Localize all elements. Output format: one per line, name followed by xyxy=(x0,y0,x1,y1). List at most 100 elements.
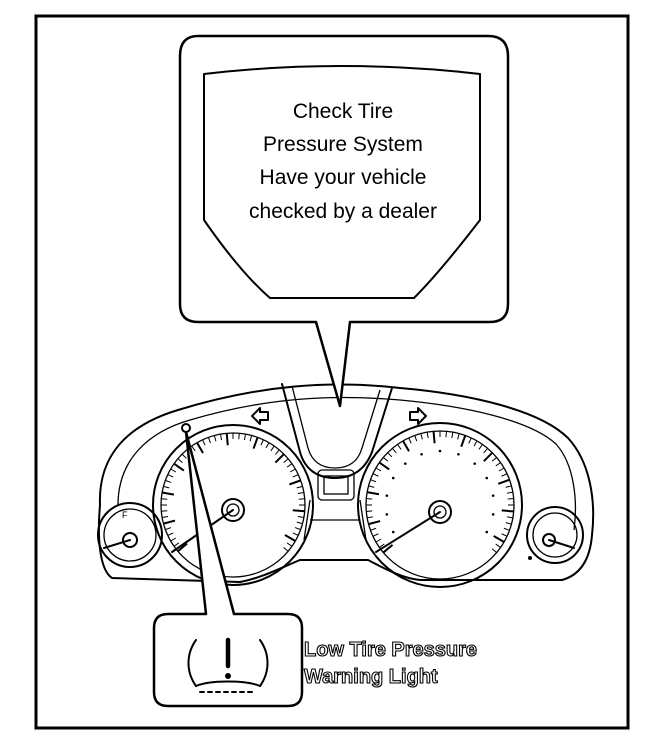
speedometer-tick xyxy=(506,491,513,494)
speedometer-tick xyxy=(375,538,382,543)
speedometer-tick xyxy=(432,431,436,444)
speedometer-tick xyxy=(491,548,498,553)
speedometer-dot xyxy=(473,462,477,465)
tachometer-tick xyxy=(297,492,304,495)
tachometer-tick xyxy=(202,439,206,446)
center-display-housing xyxy=(281,383,393,479)
speedometer-tick xyxy=(483,447,488,454)
message-bubble xyxy=(178,34,510,408)
tachometer-tick xyxy=(274,453,285,464)
center-indicator-panel xyxy=(317,469,355,501)
speedometer-dot xyxy=(420,452,423,456)
tachometer-tick xyxy=(252,437,259,449)
speedometer-tick xyxy=(420,433,423,440)
speedometer-tick xyxy=(491,457,498,462)
speedometer-tick xyxy=(368,485,375,488)
instrument-cluster: F xyxy=(97,383,595,588)
speedometer-dot xyxy=(485,476,489,480)
speedometer-tick xyxy=(370,527,377,531)
tachometer-tick xyxy=(163,485,170,489)
speedometer-tick xyxy=(366,498,373,500)
speedometer-dot xyxy=(403,462,407,465)
tachometer-tick xyxy=(181,453,187,459)
tachometer-tick xyxy=(292,532,299,536)
tachometer-tick xyxy=(243,434,246,441)
speedometer-tick xyxy=(408,437,412,444)
speedometer-tick xyxy=(501,473,508,477)
speedometer-tick xyxy=(392,447,397,454)
right-small-gauge xyxy=(526,506,584,564)
right-turn-arrow-icon xyxy=(409,407,427,425)
speedometer-tick xyxy=(495,462,501,467)
tachometer-tick xyxy=(167,532,174,536)
speedometer-tick xyxy=(495,543,501,548)
speedometer-tick xyxy=(483,451,494,462)
speedometer-tick xyxy=(379,543,385,548)
left-turn-arrow-icon xyxy=(251,407,269,425)
speedometer-tick xyxy=(507,498,514,500)
speedometer-dot xyxy=(485,530,489,534)
tachometer-tick xyxy=(207,437,211,444)
tachometer-tick xyxy=(260,439,264,446)
cluster-inner-trim xyxy=(117,396,577,531)
tachometer-tick xyxy=(294,527,301,531)
tachometer-tick xyxy=(265,442,270,449)
speedometer-tick xyxy=(473,440,478,447)
tachometer-tick xyxy=(177,458,183,463)
speedometer-tick xyxy=(505,485,512,488)
warning-light-box xyxy=(152,430,304,708)
speedometer-tick xyxy=(506,516,513,519)
speedometer-tick xyxy=(372,473,379,477)
speedometer-tick xyxy=(397,444,402,450)
speedometer-dot xyxy=(438,449,442,453)
tachometer-tick xyxy=(297,515,304,518)
speedometer-tick xyxy=(478,444,483,450)
tachometer-tick xyxy=(225,433,229,446)
tachometer-tick xyxy=(283,458,289,463)
warning-label-line-2: Warning Light xyxy=(304,666,438,688)
center-display-inner xyxy=(291,385,381,469)
tachometer-tick xyxy=(161,491,175,496)
tachometer-tick xyxy=(167,474,174,478)
tachometer-tick xyxy=(289,468,296,473)
message-line-4: checked by a dealer xyxy=(249,200,437,223)
tachometer-tick xyxy=(191,445,196,452)
tachometer-tick xyxy=(173,542,180,547)
speedometer-tick xyxy=(368,520,381,526)
tire-pressure-warning-icon xyxy=(187,637,269,693)
message-line-1: Check Tire xyxy=(293,100,393,123)
speedometer-dot xyxy=(491,513,495,516)
speedometer-tick xyxy=(503,527,510,531)
tachometer-tick xyxy=(196,442,204,454)
cluster-housing xyxy=(97,383,595,583)
tachometer-tick xyxy=(283,547,289,552)
left-small-gauge: F xyxy=(97,502,163,568)
warning-light-callout xyxy=(152,430,304,708)
tachometer-tick xyxy=(162,515,169,518)
tachometer-tick xyxy=(165,527,172,531)
speedometer-gauge xyxy=(357,422,523,588)
tachometer-tick xyxy=(213,435,217,442)
speedometer-dot xyxy=(385,513,389,516)
speedometer-dot xyxy=(391,476,395,480)
tachometer-tick xyxy=(292,509,305,513)
tachometer-tick xyxy=(161,498,168,500)
speedometer-tick xyxy=(387,452,393,458)
tachometer-tick xyxy=(249,435,253,442)
speedometer-tick xyxy=(414,435,418,442)
speedometer-tick xyxy=(372,533,379,537)
speedometer-dot xyxy=(457,452,460,456)
tachometer-tick xyxy=(163,519,176,525)
speedometer-tick xyxy=(378,461,390,471)
message-line-2: Pressure System xyxy=(263,133,423,156)
tachometer-tick xyxy=(296,485,303,489)
message-callout: Check Tire Pressure System Have your veh… xyxy=(178,34,510,408)
speedometer-dot xyxy=(391,530,395,534)
speedometer-tick xyxy=(382,544,394,554)
speedometer-tick xyxy=(402,440,410,452)
speedometer-dot xyxy=(491,494,495,497)
tachometer-tick xyxy=(289,479,301,486)
speedometer-tick xyxy=(498,467,505,472)
warning-label-line-1: Low Tire Pressure xyxy=(304,639,477,661)
